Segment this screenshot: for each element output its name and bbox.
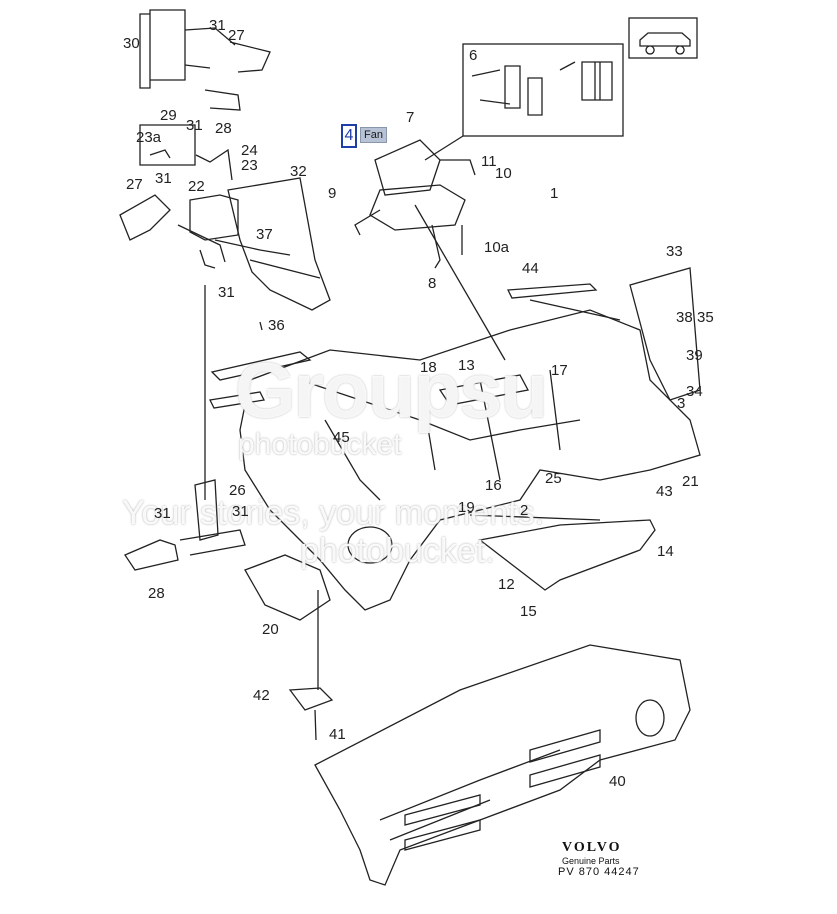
callout-24: 24 (241, 142, 258, 159)
fan-tooltip-label: Fan (360, 127, 387, 143)
callout-19: 19 (458, 499, 475, 516)
switch-detail-frame (462, 43, 624, 137)
callout-35: 35 (697, 309, 714, 326)
watermark-title: Groupsu (235, 346, 548, 434)
callout-44: 44 (522, 260, 539, 277)
callout-39: 39 (686, 347, 703, 364)
callout-26: 26 (229, 482, 246, 499)
vehicle-thumbnail-icon (639, 32, 691, 55)
brand-subtitle: Genuine Parts (562, 856, 620, 866)
callout-31: 31 (154, 505, 171, 522)
control-knob (635, 699, 665, 737)
bracket-20 (244, 554, 331, 621)
callout-3: 3 (677, 395, 686, 412)
callout-32: 32 (290, 163, 307, 180)
bracket-32 (227, 177, 331, 311)
callout-31: 31 (209, 17, 226, 34)
hose-28 (124, 539, 179, 571)
callout-6: 6 (469, 47, 478, 64)
callout-13: 13 (458, 357, 475, 374)
callout-34: 34 (686, 383, 703, 400)
callout-11: 11 (481, 153, 497, 170)
callout-18: 18 (420, 359, 437, 376)
watermark-tagline: Your stories, your moments. (122, 494, 545, 532)
callout-30: 30 (123, 35, 140, 52)
callout-7: 7 (406, 109, 415, 126)
callout-22: 22 (188, 178, 205, 195)
callout-36: 36 (268, 317, 285, 334)
callout-31: 31 (186, 117, 203, 134)
callout-23: 23 (241, 157, 258, 174)
callout-27: 27 (228, 27, 245, 44)
callout-33: 33 (666, 243, 683, 260)
callout-9: 9 (328, 185, 337, 202)
callout-17: 17 (551, 362, 568, 379)
part-number: PV 870 44247 (558, 866, 640, 878)
callout-23a: 23a (136, 129, 162, 146)
callout-14: 14 (657, 543, 674, 560)
callout-12: 12 (498, 576, 515, 593)
callout-43: 43 (656, 483, 673, 500)
heater-housing (239, 309, 701, 611)
fan-callout-box[interactable]: 4 (341, 124, 357, 148)
valve-part-30 (139, 9, 186, 89)
callout-31: 31 (218, 284, 235, 301)
callout-37: 37 (256, 226, 273, 243)
dash-panel-40 (314, 644, 691, 886)
callout-10: 10 (495, 165, 512, 182)
callout-28: 28 (215, 120, 232, 137)
hose-26 (194, 479, 219, 541)
callout-42: 42 (253, 687, 270, 704)
callout-45: 45 (333, 429, 350, 446)
watermark-url: photobucket. (300, 532, 495, 570)
callout-21: 21 (682, 473, 699, 490)
callout-28: 28 (148, 585, 165, 602)
callout-38: 38 (676, 309, 693, 326)
switch-detail-parts (471, 61, 613, 116)
callout-31: 31 (232, 503, 249, 520)
callout-31: 31 (155, 170, 172, 187)
duct-14 (478, 519, 656, 591)
callout-27: 27 (126, 176, 143, 193)
brand-logo: VOLVO (562, 840, 622, 855)
watermark-brand: photobucket (238, 428, 402, 461)
callout-15: 15 (520, 603, 537, 620)
callout-25: 25 (545, 470, 562, 487)
fan-assembly-7 (374, 139, 441, 196)
callout-20: 20 (262, 621, 279, 638)
callout-29: 29 (160, 107, 177, 124)
callout-16: 16 (485, 477, 502, 494)
callout-40: 40 (609, 773, 626, 790)
callout-41: 41 (329, 726, 346, 743)
valve-body-22 (189, 194, 239, 241)
vehicle-thumbnail-frame (628, 17, 698, 59)
bracket-42 (288, 687, 334, 711)
callout-10a: 10a (484, 239, 510, 256)
callout-2: 2 (520, 502, 529, 519)
callout-1: 1 (550, 185, 559, 202)
callout-8: 8 (428, 275, 437, 292)
